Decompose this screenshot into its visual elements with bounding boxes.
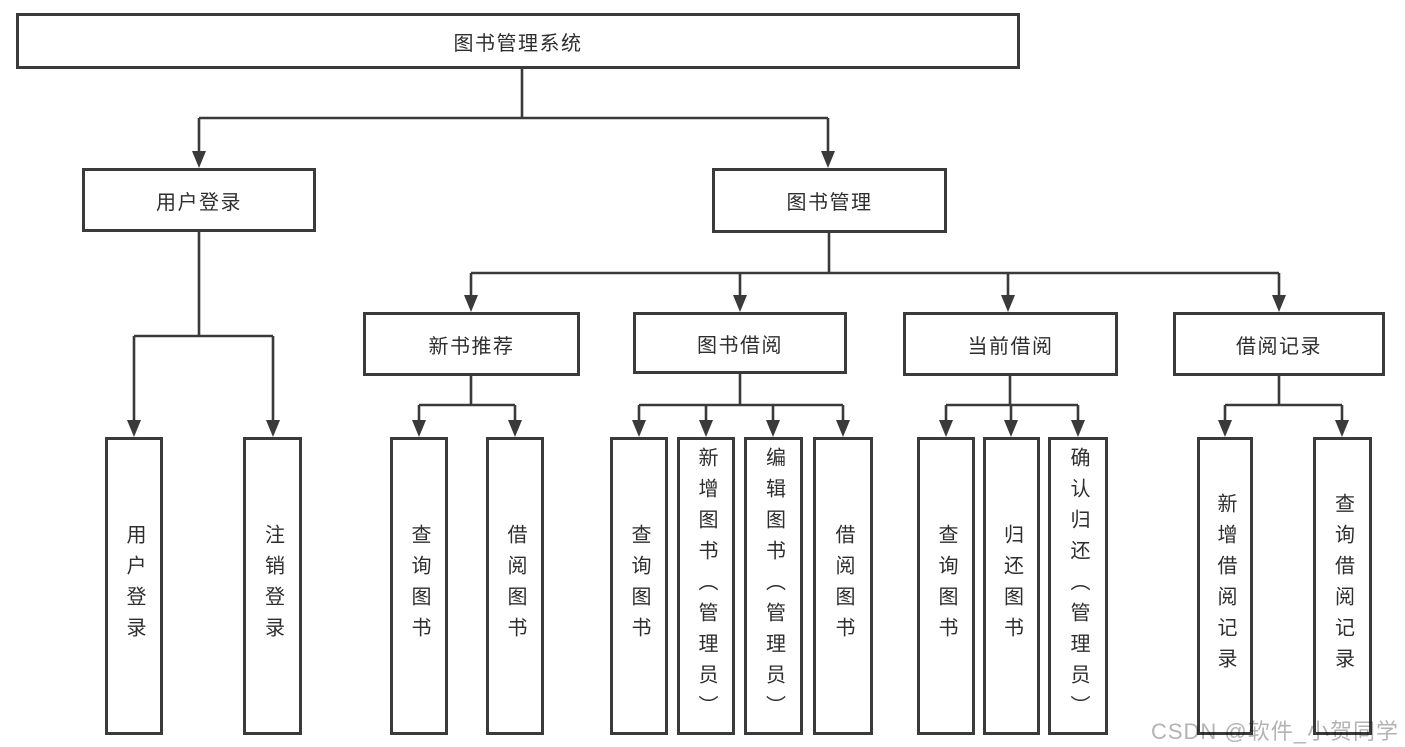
arrowhead — [412, 420, 426, 437]
node-label: 确认归还（管理员） — [1067, 446, 1089, 726]
arrowhead — [1218, 420, 1232, 437]
leaf-query-books-borrow: 查询图书 — [610, 437, 668, 735]
csdn-watermark: CSDN @软件_小贺同学 — [1150, 719, 1399, 744]
leaf-borrow-books: 借阅图书 — [813, 437, 873, 735]
arrowhead — [1004, 420, 1018, 437]
arrowhead — [508, 420, 522, 437]
arrowhead — [127, 420, 141, 437]
node-label: 归还图书 — [1000, 524, 1023, 648]
leaf-edit-books-admin: 编辑图书（管理员） — [744, 437, 803, 735]
node-label: 图书借阅 — [697, 334, 783, 357]
arrowhead — [1001, 295, 1015, 312]
arrowhead — [1335, 420, 1349, 437]
leaf-add-borrow-record: 新增借阅记录 — [1197, 437, 1253, 735]
node-label: 新增借阅记录 — [1214, 493, 1236, 679]
arrowhead — [632, 420, 646, 437]
node-borrow-records: 借阅记录 — [1173, 312, 1385, 376]
arrowhead — [699, 420, 713, 437]
node-label: 新增图书（管理员） — [695, 446, 717, 726]
node-label: 用户登录 — [123, 524, 145, 648]
node-book-borrowing: 图书借阅 — [633, 312, 847, 374]
leaf-confirm-return-admin: 确认归还（管理员） — [1048, 437, 1108, 735]
node-library-management-system: 图书管理系统 — [16, 13, 1020, 69]
node-label: 注销登录 — [261, 524, 284, 648]
leaf-query-books-current: 查询图书 — [917, 437, 975, 735]
arrowhead — [464, 295, 478, 312]
arrowhead — [1272, 295, 1286, 312]
arrowhead — [836, 420, 850, 437]
leaf-query-books-recommend: 查询图书 — [390, 437, 448, 735]
leaf-query-borrow-record: 查询借阅记录 — [1313, 437, 1372, 735]
arrowhead — [266, 420, 280, 437]
node-label: 新书推荐 — [428, 335, 515, 358]
node-label: 图书管理系统 — [453, 32, 583, 55]
arrowhead — [733, 295, 747, 312]
leaf-user-login: 用户登录 — [105, 437, 163, 735]
node-book-management: 图书管理 — [712, 168, 947, 233]
node-label: 查询借阅记录 — [1331, 493, 1354, 679]
leaf-return-books: 归还图书 — [983, 437, 1040, 735]
leaf-logout: 注销登录 — [243, 437, 302, 735]
node-new-book-recommendation: 新书推荐 — [363, 312, 580, 376]
node-label: 图书管理 — [786, 192, 873, 214]
node-label: 查询图书 — [935, 524, 957, 648]
arrowhead — [939, 420, 953, 437]
node-label: 当前借阅 — [967, 335, 1054, 358]
node-label: 用户登录 — [156, 191, 242, 214]
node-label: 借阅图书 — [504, 524, 526, 648]
leaf-add-books-admin: 新增图书（管理员） — [677, 437, 735, 735]
arrowhead — [766, 420, 780, 437]
arrowhead — [1071, 420, 1085, 437]
node-current-borrowing: 当前借阅 — [903, 312, 1118, 376]
node-label: 查询图书 — [628, 524, 650, 648]
arrowhead — [821, 151, 835, 168]
node-label: 编辑图书（管理员） — [762, 446, 785, 726]
node-label: 查询图书 — [408, 524, 430, 648]
node-label: 借阅图书 — [832, 524, 854, 648]
leaf-borrow-books-recommend: 借阅图书 — [486, 437, 544, 735]
node-user-login: 用户登录 — [82, 168, 316, 232]
arrowhead — [192, 151, 206, 168]
node-label: 借阅记录 — [1236, 335, 1322, 358]
